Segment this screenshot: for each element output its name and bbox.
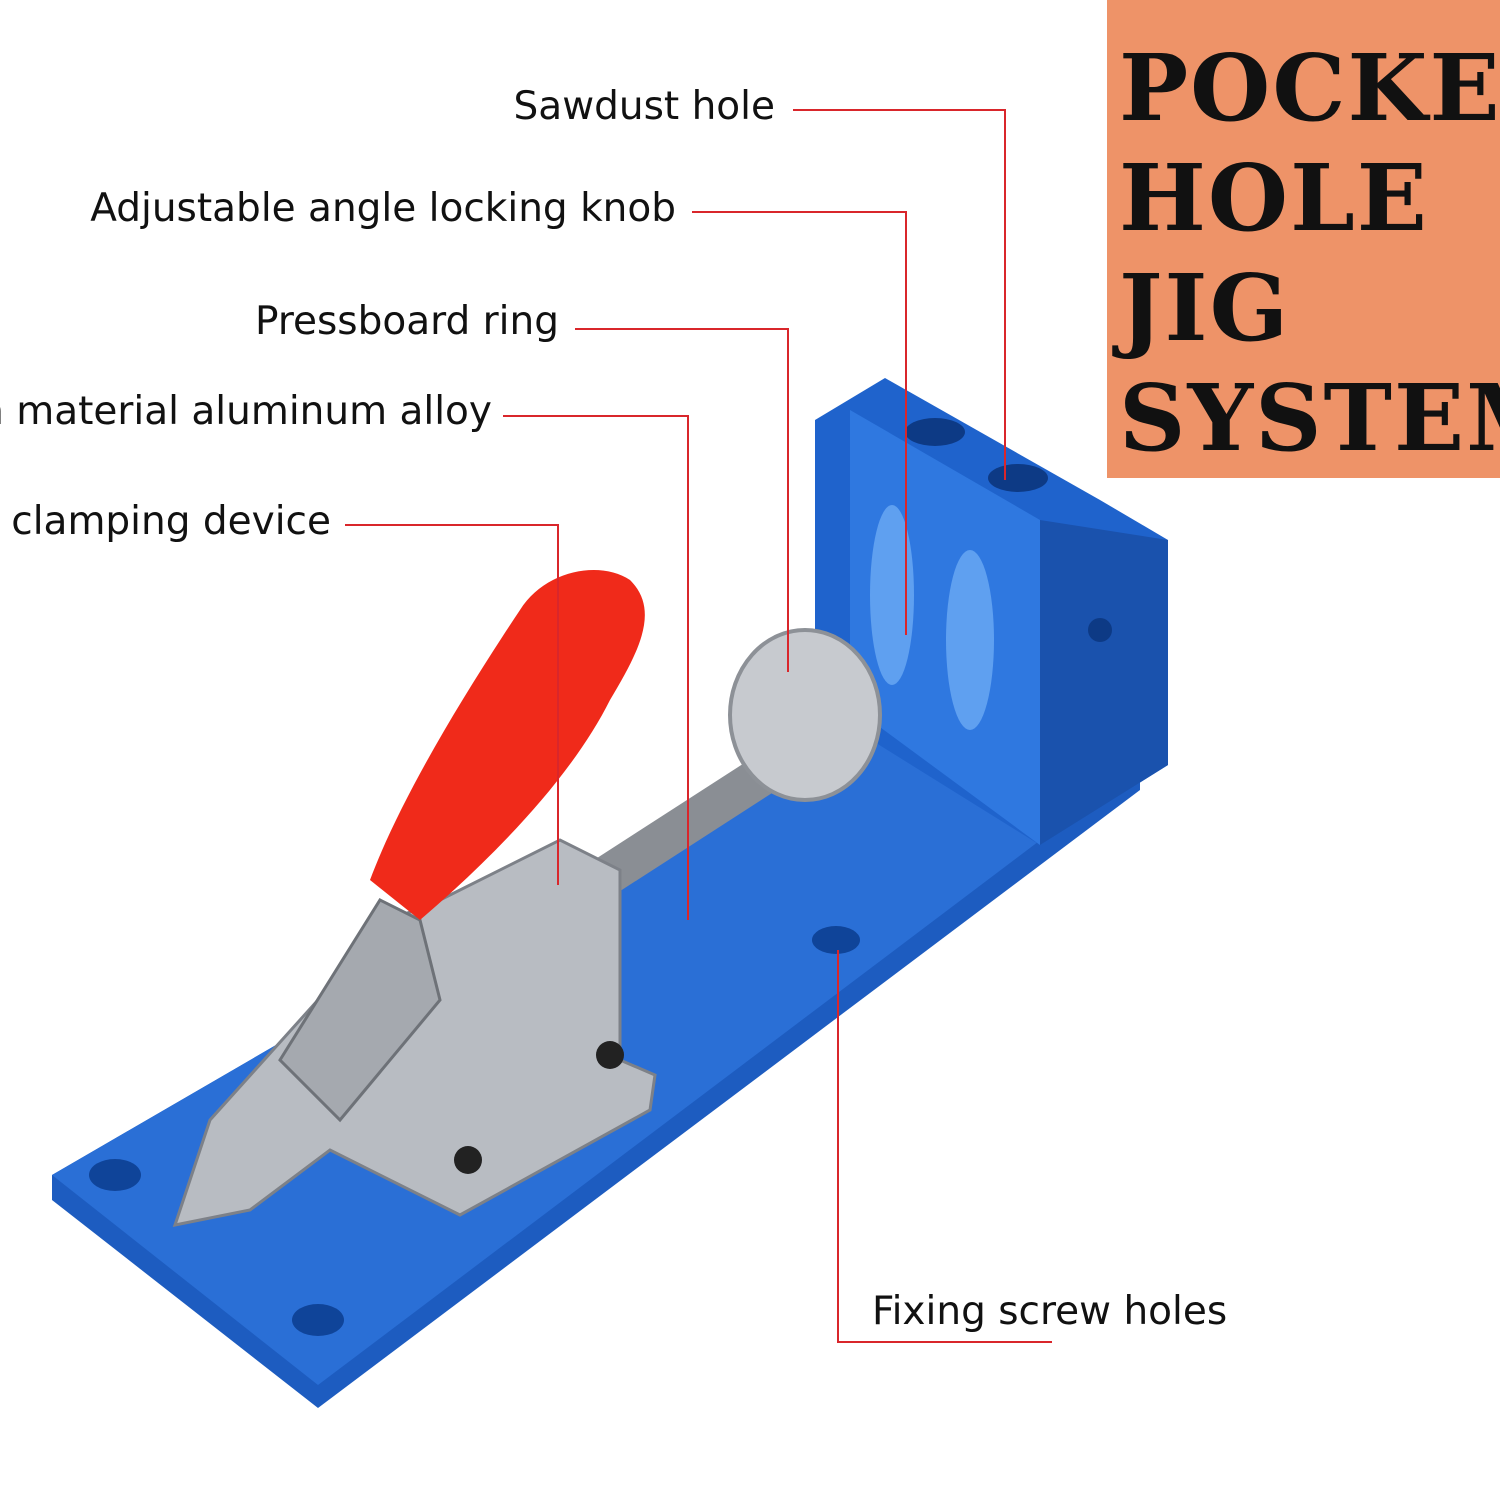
fixing-screw-hole xyxy=(812,926,860,954)
clamp-bracket xyxy=(172,838,657,1227)
callout-fixing-screw-holes: Fixing screw holes xyxy=(872,1289,1228,1334)
leader-line-sawdust-hole xyxy=(793,109,1006,480)
callout-clamping-device: k clamping device xyxy=(0,499,331,544)
title-line: HOLE xyxy=(1119,144,1429,252)
callout-sawdust-hole: Sawdust hole xyxy=(513,84,775,129)
guide-slot xyxy=(946,550,994,730)
guide-slot xyxy=(870,505,914,685)
title-box: POCKET HOLE JIG SYSTEM xyxy=(1107,0,1500,478)
title-line: JIG xyxy=(1119,254,1291,362)
leader-line-pressboard-ring xyxy=(575,328,789,672)
side-hole xyxy=(1088,618,1112,642)
leader-line-fixing-holes xyxy=(837,950,1052,1343)
sawdust-hole xyxy=(905,418,965,446)
leader-line-locking-knob xyxy=(692,211,907,635)
red-handle xyxy=(370,570,645,920)
callout-pressboard-ring: Pressboard ring xyxy=(254,299,559,344)
leader-line-material xyxy=(503,415,689,920)
pressboard-ring xyxy=(728,628,882,802)
bolt xyxy=(454,1146,482,1174)
fixing-screw-hole xyxy=(292,1304,344,1336)
fixing-screw-hole xyxy=(89,1159,141,1191)
drill-block-side xyxy=(1040,520,1168,845)
callout-material: in material aluminum alloy xyxy=(0,389,492,434)
title-line: SYSTEM xyxy=(1119,364,1500,472)
sawdust-hole xyxy=(988,464,1048,492)
title-line: POCKET xyxy=(1119,34,1500,142)
leader-line-clamping-device xyxy=(345,524,559,885)
callout-locking-knob: Adjustable angle locking knob xyxy=(90,186,676,231)
clamp-lever xyxy=(278,898,442,1123)
bolt xyxy=(596,1041,624,1069)
